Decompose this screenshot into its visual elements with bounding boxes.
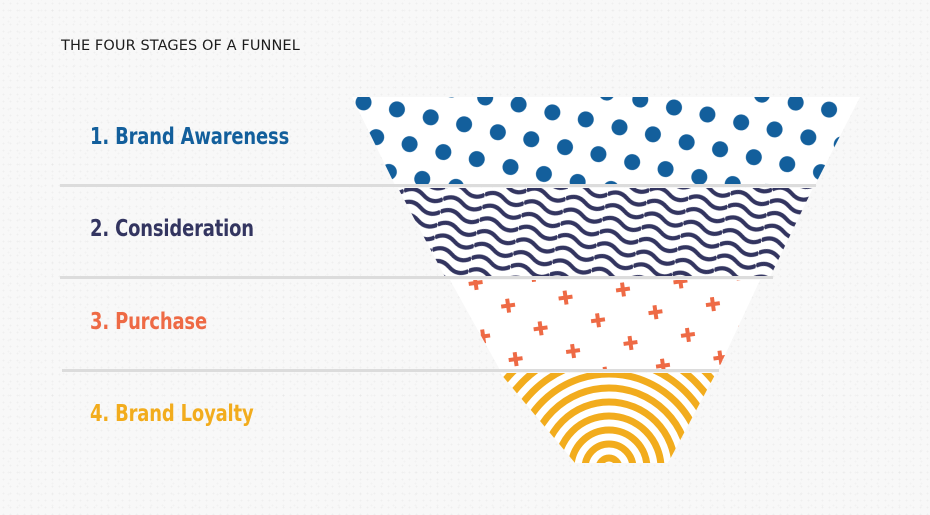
stage-label-brand-awareness: 1. Brand Awareness xyxy=(90,124,290,150)
divider-1 xyxy=(60,184,816,187)
funnel-segment-brand-awareness xyxy=(352,97,860,185)
funnel-segment-consideration xyxy=(398,188,813,277)
stage-label-consideration: 2. Consideration xyxy=(90,216,254,242)
stage-label-purchase: 3. Purchase xyxy=(90,309,207,335)
page-title: THE FOUR STAGES OF A FUNNEL xyxy=(61,38,300,54)
divider-3 xyxy=(62,369,719,372)
divider-2 xyxy=(60,276,773,279)
funnel-segment-purchase xyxy=(450,280,760,370)
funnel-segment-brand-loyalty xyxy=(500,373,716,463)
stage-label-brand-loyalty: 4. Brand Loyalty xyxy=(90,401,254,427)
